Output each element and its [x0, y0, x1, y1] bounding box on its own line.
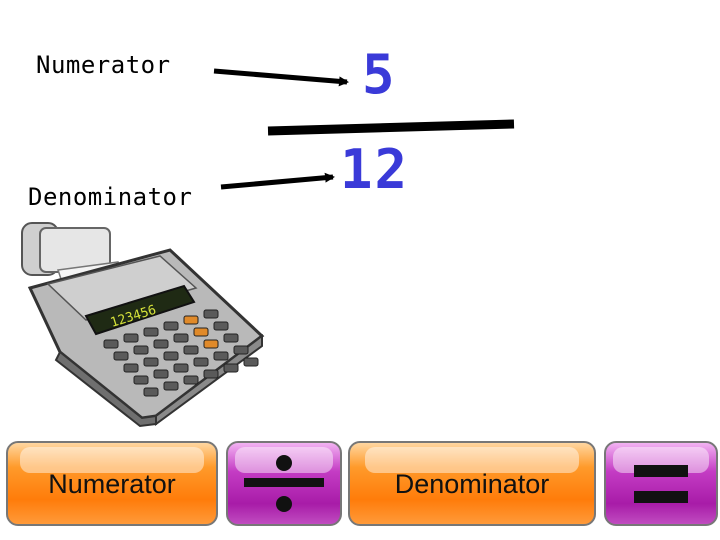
calculator-key: [163, 381, 179, 391]
numerator-button-label: Numerator: [48, 469, 176, 499]
calculator-key: [143, 387, 159, 397]
calculator-key: [133, 375, 149, 385]
calculator-key: [153, 339, 169, 349]
calculator-key: [213, 321, 229, 331]
calculator-key: [183, 345, 199, 355]
denominator-button[interactable]: Denominator: [348, 441, 596, 526]
numerator-label: Numerator: [36, 51, 171, 79]
calculator-display: [84, 284, 196, 336]
calculator-key: [183, 315, 199, 325]
calculator-key: [203, 309, 219, 319]
numerator-button[interactable]: Numerator: [6, 441, 218, 526]
calculator-key: [223, 333, 239, 343]
equals-sign-icon: [634, 465, 688, 503]
denominator-arrow: [220, 172, 335, 190]
fraction-bar: [267, 119, 515, 136]
calculator-key: [173, 363, 189, 373]
fraction-numerator: 5: [362, 43, 395, 106]
calculator-key: [183, 375, 199, 385]
denominator-button-label: Denominator: [394, 469, 550, 499]
division-sign-icon: [244, 455, 324, 512]
calculator-key: [193, 327, 209, 337]
calculator-key: [123, 333, 139, 343]
divide-button[interactable]: [226, 441, 342, 526]
calculator-key: [223, 363, 239, 373]
calculator-key: [233, 345, 249, 355]
calculator-key: [143, 357, 159, 367]
calculator-key: [153, 369, 169, 379]
numerator-arrow: [213, 68, 349, 87]
calculator-key: [103, 339, 119, 349]
calculator-key: [113, 351, 129, 361]
fraction-denominator: 12: [340, 138, 410, 201]
calculator-key: [163, 321, 179, 331]
calculator-key: [243, 357, 259, 367]
calculator-key: [133, 345, 149, 355]
button-gloss: [20, 447, 204, 473]
calculator-key: [143, 327, 159, 337]
button-gloss: [364, 447, 580, 473]
calculator-key: [163, 351, 179, 361]
calculator-keypad: [103, 309, 259, 397]
equals-button[interactable]: [604, 441, 718, 526]
calculator-key: [203, 339, 219, 349]
calculator-key: [173, 333, 189, 343]
calculator-key: [193, 357, 209, 367]
calculator-key: [213, 351, 229, 361]
calculator-key: [203, 369, 219, 379]
calculator-key: [123, 363, 139, 373]
denominator-label: Denominator: [28, 183, 193, 211]
